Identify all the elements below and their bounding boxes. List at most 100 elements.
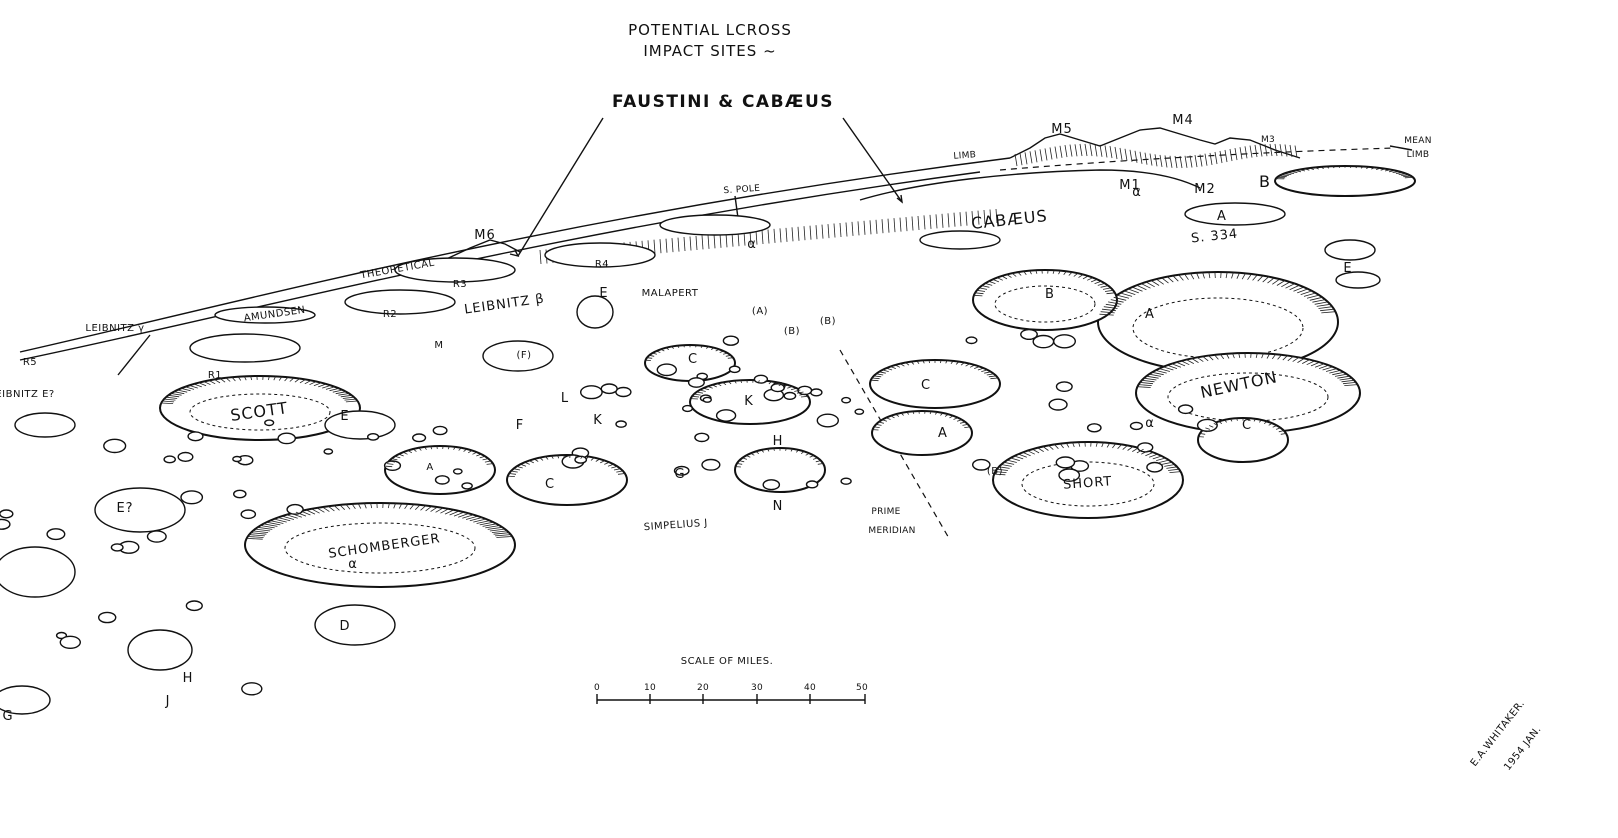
rim-hatch-stroke [1199, 433, 1206, 435]
rim-hatch-stroke [1104, 289, 1114, 292]
rim-hatch-stroke [1001, 464, 1012, 467]
rim-hatch-stroke [916, 360, 920, 364]
ridge-hatching [539, 143, 1298, 265]
rim-hatch-stroke [996, 468, 1008, 471]
ridge-hatch-stroke [539, 249, 542, 265]
small-crater [615, 420, 627, 428]
ridge-hatch-stroke [1089, 144, 1093, 157]
mountain-codes: M1 M2 M3 M4 M5 M6 R1 R2 R3 R4 R5 [23, 113, 1275, 381]
rim-hatch-stroke [313, 382, 322, 387]
rim-hatch-stroke [1132, 447, 1139, 452]
ridge-hatch-stroke [677, 237, 680, 252]
rim-hatch-stroke [333, 505, 340, 511]
rim-hatch-stroke [1023, 271, 1027, 276]
rim-hatch-stroke [1310, 361, 1320, 367]
rim-hatch-stroke [1035, 270, 1038, 274]
ridge-hatch-stroke [881, 219, 884, 234]
leibnitz-gamma-label: LEIBNITZ γ [85, 323, 144, 334]
rim-hatch-stroke [1290, 171, 1298, 173]
crater-h-west [127, 629, 193, 671]
rim-hatch-stroke [295, 511, 307, 517]
small-crater [240, 509, 257, 520]
rim-hatch-stroke [266, 521, 281, 526]
crater-e-west [94, 487, 186, 533]
small-crater [432, 425, 448, 436]
rim-hatch-stroke [1102, 287, 1111, 290]
rim-hatch-stroke [746, 455, 751, 458]
rim-hatch-stroke [1082, 275, 1089, 280]
ridge-hatch-stroke [851, 221, 854, 236]
rim-hatch-stroke [1403, 175, 1412, 178]
rim-hatch-stroke [267, 375, 270, 381]
rim-hatch-stroke [249, 534, 265, 537]
rim-hatch-stroke [1166, 276, 1174, 283]
rim-hatch-stroke [1261, 353, 1264, 359]
rim-hatch-stroke [905, 362, 910, 366]
rim-hatch-stroke [325, 386, 336, 390]
rim-hatch-stroke [329, 388, 340, 392]
rim-hatch-stroke [345, 400, 358, 403]
rim-hatch-stroke [940, 412, 944, 416]
small-crater [1196, 418, 1218, 432]
rim-hatch-stroke [906, 411, 910, 415]
rim-hatch-stroke [1339, 377, 1353, 381]
ridge-hatch-stroke [1119, 147, 1123, 160]
rim-hatch-stroke [225, 377, 231, 382]
ridge-hatch-stroke [689, 236, 692, 251]
rim-hatch-stroke [385, 465, 393, 468]
rim-hatch-stroke [1136, 448, 1144, 454]
rim-hatch-stroke [1143, 377, 1157, 381]
rim-hatch-stroke [1103, 306, 1118, 309]
crater-b [972, 269, 1118, 331]
rim-hatch-stroke [444, 509, 455, 515]
rim-hatch-stroke [1027, 450, 1035, 455]
rim-hatch-stroke [796, 391, 804, 394]
rim-hatch-stroke [1285, 283, 1295, 289]
rim-hatch-stroke [342, 396, 355, 399]
ridge-hatch-stroke [1074, 144, 1078, 157]
rim-hatch-stroke [900, 412, 904, 416]
rim-hatch-stroke [910, 361, 915, 365]
rim-hatch-stroke [177, 389, 188, 393]
r2-label: R2 [383, 309, 397, 320]
ridge-hatch-stroke [725, 233, 728, 248]
rim-hatch-stroke [304, 380, 312, 385]
rim-hatch-stroke [986, 373, 994, 376]
rim-hatch-stroke [1042, 446, 1049, 451]
rim-hatch-stroke [1132, 286, 1143, 292]
rim-hatch-stroke [671, 346, 674, 349]
rim-hatch-stroke [1159, 459, 1169, 463]
rim-hatch-stroke [1161, 461, 1173, 465]
short-label: SHORT [1063, 474, 1113, 492]
rim-hatch-stroke [1208, 272, 1211, 279]
rim-hatch-stroke [398, 453, 404, 457]
rim-hatch-stroke [1163, 366, 1174, 371]
ridge-hatch-stroke [965, 211, 968, 226]
cabaeus-arrowhead [896, 194, 903, 204]
rim-hatch-stroke [418, 447, 422, 451]
scale-title: SCALE OF MILES. [681, 656, 774, 667]
rim-hatch-stroke [404, 503, 409, 510]
rim-hatch-stroke [1186, 359, 1194, 364]
rim-hatch-stroke [246, 538, 263, 540]
rim-hatch-stroke [1272, 425, 1277, 428]
rim-hatch-stroke [1287, 356, 1294, 362]
letter-k-small: K [593, 413, 603, 428]
rim-hatch-stroke [912, 411, 915, 415]
rim-hatch-stroke [996, 277, 1003, 281]
small-crater [1020, 328, 1038, 341]
rim-hatch-stroke [300, 510, 311, 516]
ridge-hatch-stroke [857, 221, 860, 236]
small-crater [600, 383, 618, 395]
rim-hatch-stroke [529, 460, 534, 464]
ridge-hatch-stroke [899, 217, 902, 232]
rim-hatch-stroke [305, 509, 316, 515]
rim-hatch-stroke [783, 384, 788, 388]
limb-label: LIMB [953, 150, 976, 162]
rim-hatch-stroke [790, 387, 797, 391]
letter-e-limb: E [1343, 261, 1352, 276]
rim-hatch-stroke [882, 419, 888, 422]
rim-hatch-stroke [1178, 274, 1184, 281]
rim-hatch-stroke [534, 458, 539, 462]
ridge-hatch-stroke [1259, 144, 1263, 157]
